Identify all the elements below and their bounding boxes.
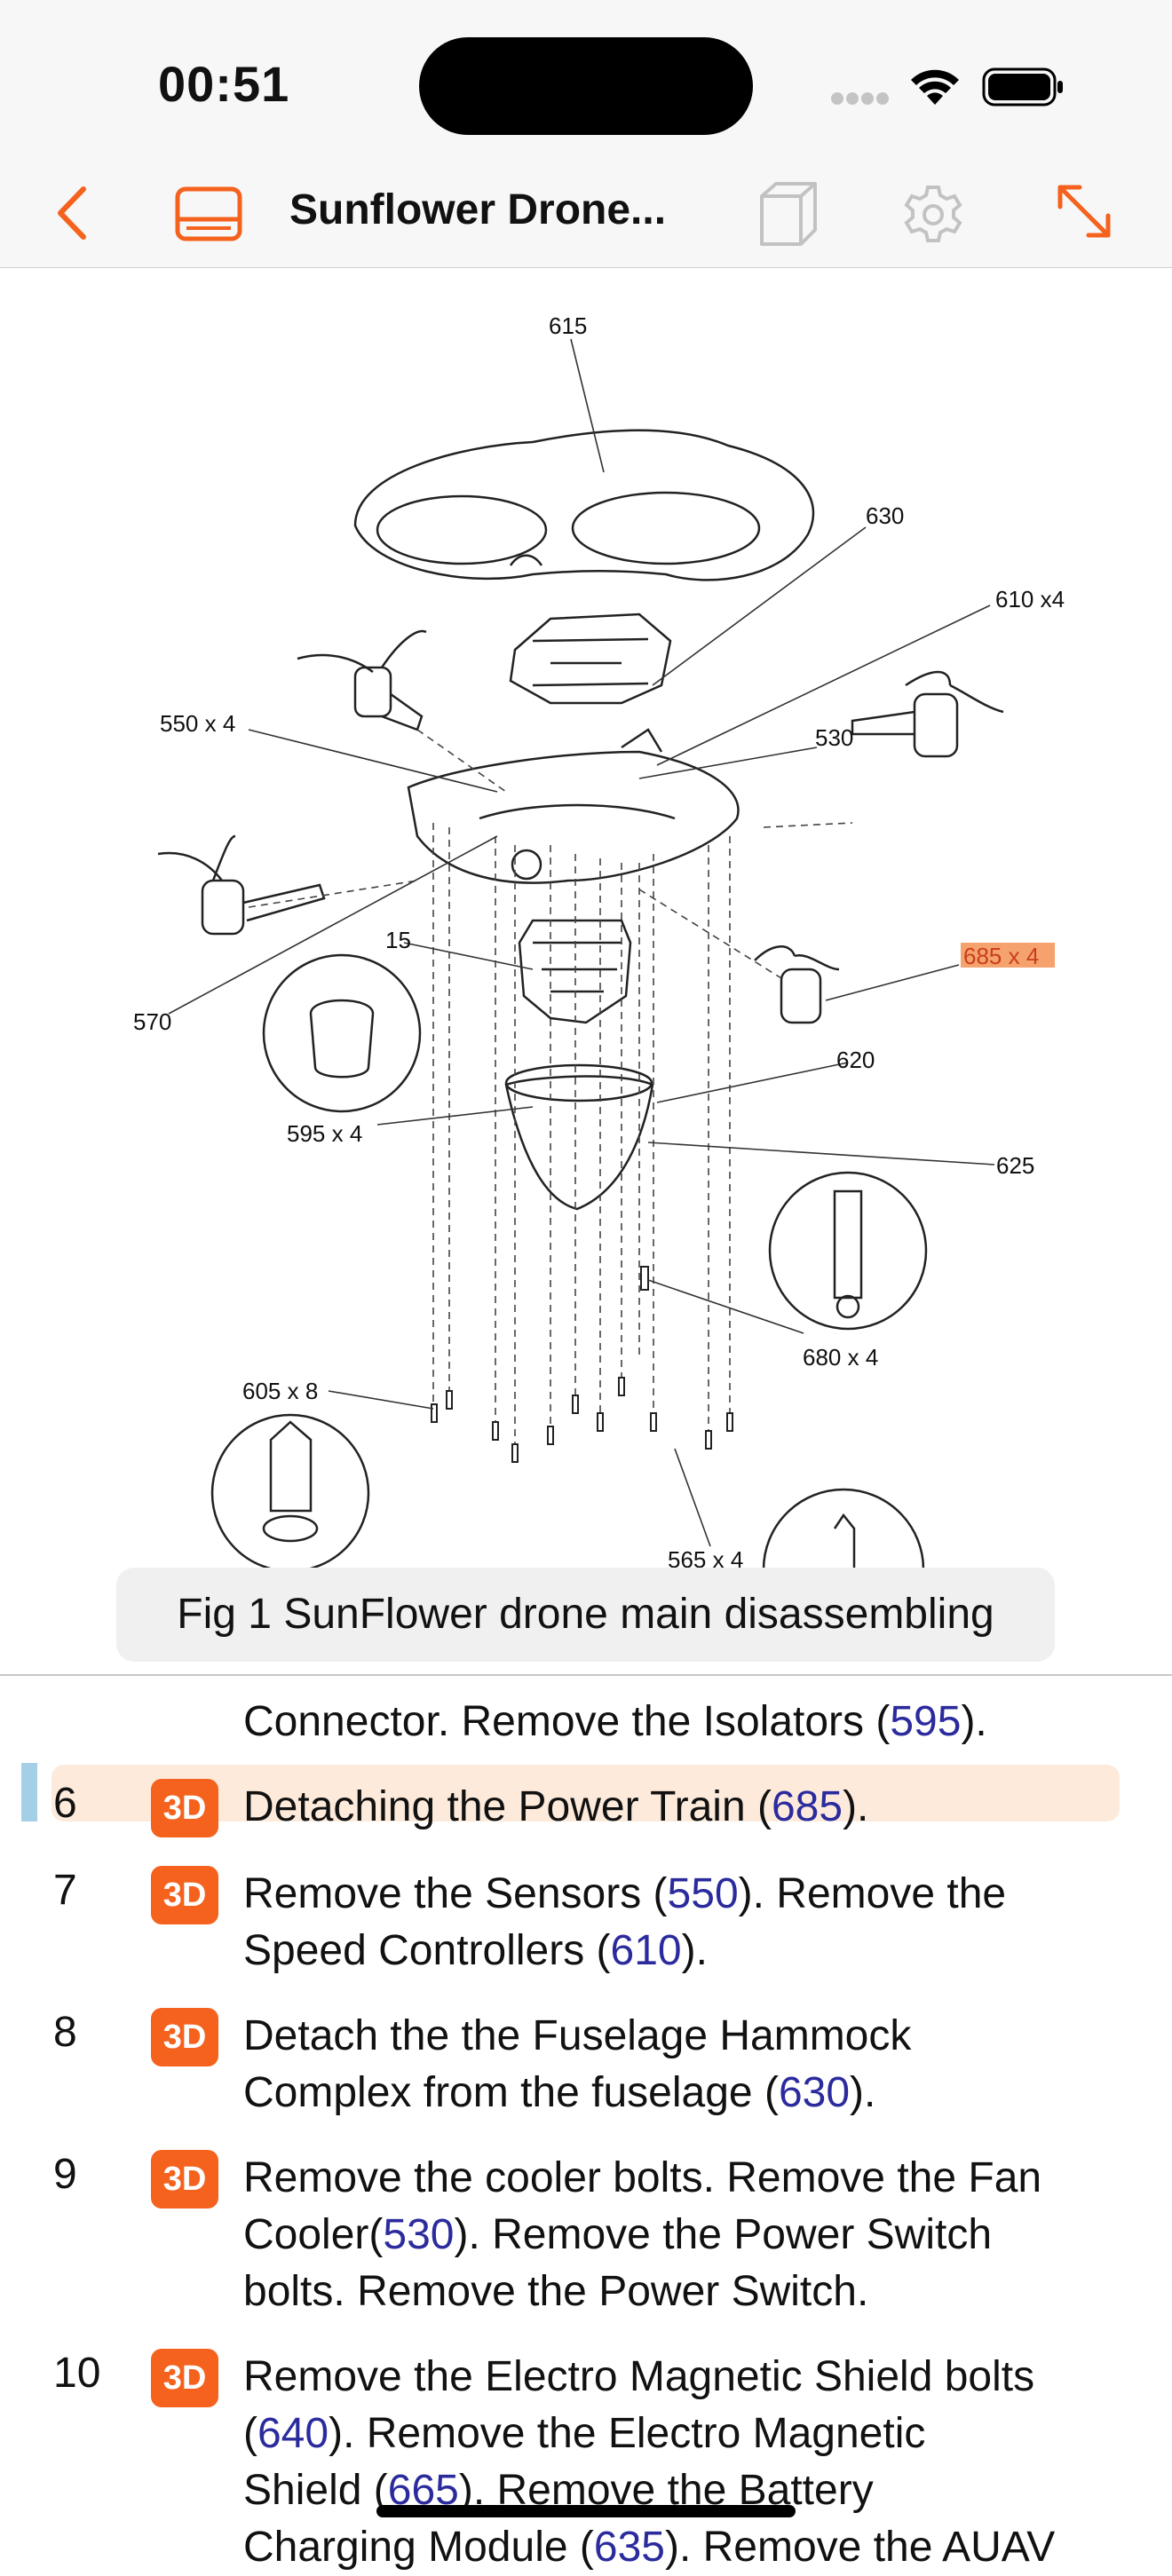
- dynamic-island: [419, 37, 753, 135]
- divider: [0, 1674, 1172, 1676]
- callout-615[interactable]: 615: [549, 312, 587, 339]
- home-indicator[interactable]: [376, 2505, 796, 2517]
- step-text: Detaching the Power Train (685).: [243, 1783, 869, 1830]
- callout-15[interactable]: 15: [385, 927, 411, 953]
- step-text: Remove the Sensors (550). Remove the Spe…: [243, 1870, 1007, 1974]
- page-title: Sunflower Drone...: [289, 186, 667, 233]
- step-number: 9: [53, 2151, 77, 2198]
- step-text: Remove the cooler bolts. Remove the Fan …: [243, 2154, 1042, 2315]
- battery-icon: [982, 67, 1063, 107]
- gear-icon[interactable]: [900, 182, 966, 248]
- step-text: Detach the the Fuselage Hammock Complex …: [243, 2012, 912, 2116]
- 3d-badge[interactable]: 3D: [151, 1779, 218, 1837]
- status-time: 00:51: [158, 56, 290, 112]
- callout-530[interactable]: 530: [815, 724, 853, 751]
- callout-685[interactable]: 685 x 4: [963, 943, 1039, 969]
- step-number: 7: [53, 1867, 77, 1914]
- step-text: Connector. Remove the Isolators (595).: [243, 1698, 987, 1745]
- navigation-bar: Sunflower Drone...: [0, 164, 1172, 269]
- part-ref-link[interactable]: 550: [667, 1870, 739, 1917]
- callout-610[interactable]: 610 x4: [995, 586, 1065, 612]
- step-text: Remove the Electro Magnetic Shield bolts…: [243, 2353, 1056, 2571]
- part-ref-link[interactable]: 595: [890, 1698, 962, 1745]
- part-ref-link[interactable]: 630: [778, 2069, 851, 2116]
- status-bar: 00:51: [0, 0, 1172, 164]
- cellular-signal-icon: [831, 92, 889, 105]
- back-chevron-icon[interactable]: [50, 184, 94, 242]
- part-ref-link[interactable]: 610: [610, 1927, 682, 1974]
- step-number: 6: [53, 1780, 77, 1827]
- highlight-background: [51, 1765, 1120, 1821]
- callout-630[interactable]: 630: [866, 502, 904, 529]
- callout-595[interactable]: 595 x 4: [287, 1120, 362, 1147]
- callout-605[interactable]: 605 x 8: [242, 1378, 318, 1404]
- 3d-badge[interactable]: 3D: [151, 2150, 218, 2209]
- exploded-diagram[interactable]: 615 630 610 x4 550 x 4 530 15 685 x 4 57…: [0, 268, 1172, 1674]
- wifi-icon: [911, 69, 959, 105]
- callout-680[interactable]: 680 x 4: [803, 1344, 878, 1371]
- expand-arrows-icon[interactable]: [1053, 180, 1115, 242]
- callout-570[interactable]: 570: [133, 1008, 171, 1035]
- part-ref-link[interactable]: 635: [593, 2524, 665, 2571]
- step-number: 10: [53, 2350, 101, 2397]
- figure-caption: Fig 1 SunFlower drone main disassembling: [116, 1568, 1055, 1662]
- callout-625[interactable]: 625: [996, 1152, 1034, 1179]
- 3d-badge[interactable]: 3D: [151, 2349, 218, 2407]
- part-ref-link[interactable]: 640: [257, 2410, 329, 2457]
- sidebar-panel-icon[interactable]: [174, 186, 243, 242]
- callout-620[interactable]: 620: [836, 1047, 875, 1073]
- 3d-badge[interactable]: 3D: [151, 2008, 218, 2066]
- cube-3d-icon[interactable]: [756, 180, 820, 248]
- part-ref-link[interactable]: 530: [383, 2211, 455, 2258]
- selection-marker: [21, 1763, 37, 1821]
- 3d-badge[interactable]: 3D: [151, 1866, 218, 1924]
- callout-550[interactable]: 550 x 4: [160, 710, 235, 737]
- step-number: 8: [53, 2009, 77, 2056]
- part-ref-link[interactable]: 685: [771, 1783, 843, 1830]
